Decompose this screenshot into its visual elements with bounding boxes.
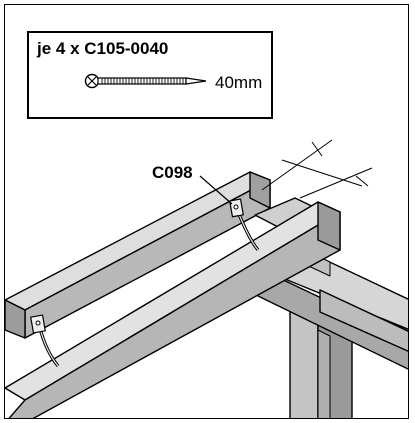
screw-legend: je 4 x C105-0040 40mm bbox=[27, 31, 273, 119]
dimension-lines bbox=[261, 139, 373, 199]
screw-length-label: 40mm bbox=[215, 73, 263, 92]
callout-leader bbox=[199, 175, 233, 205]
legend-title: je 4 x C105-0040 bbox=[37, 39, 169, 58]
screw-icon bbox=[84, 73, 207, 89]
lower-beam bbox=[319, 289, 408, 352]
part-callout-label: C098 bbox=[152, 163, 193, 182]
bracket-lower bbox=[30, 314, 60, 367]
front-rafter bbox=[5, 201, 341, 418]
bracket-c098-upper bbox=[229, 198, 260, 251]
vertical-post bbox=[289, 297, 353, 418]
